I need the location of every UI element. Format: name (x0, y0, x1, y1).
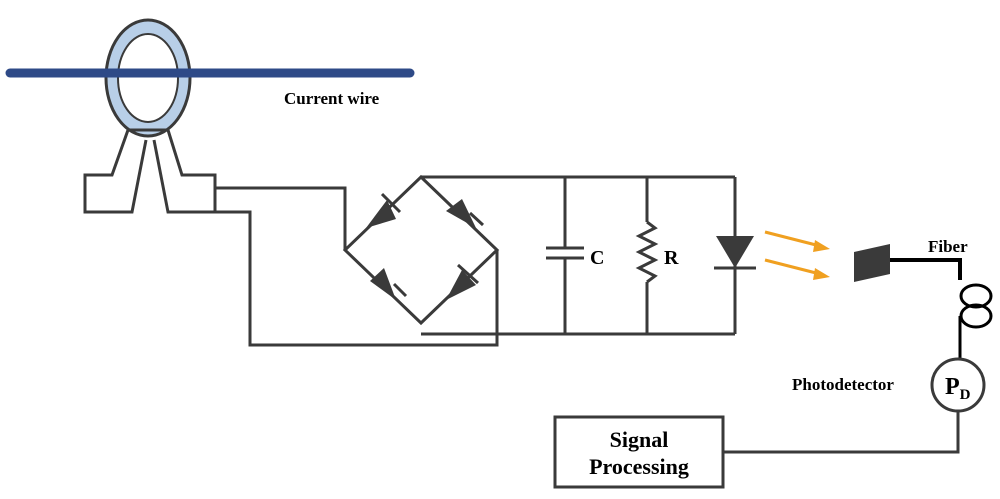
bridge-diode-bottom-right (446, 263, 480, 300)
bridge-rectifier (342, 174, 500, 326)
fiber-coupler (854, 244, 890, 282)
transformer-legs (83, 128, 217, 214)
resistor (635, 177, 659, 334)
bridge-diode-top-right (446, 199, 485, 228)
current-wire-label: Current wire (284, 89, 380, 108)
photodetector: PD (930, 357, 986, 413)
output-wire (723, 411, 960, 454)
capacitor-label: C (590, 247, 604, 269)
resistor-label: R (664, 247, 679, 269)
capacitor (546, 177, 584, 334)
bridge-diode-bottom-left (370, 268, 408, 300)
light-emission-arrows (764, 230, 830, 280)
fiber-label: Fiber (928, 237, 968, 256)
photodetector-symbol: PD (945, 374, 971, 403)
signal-processing-line2: Processing (589, 454, 689, 479)
current-transformer-core (104, 18, 192, 138)
bridge-diode-top-left (366, 192, 402, 228)
input-wires (215, 186, 499, 347)
dc-rails (421, 175, 735, 336)
photodetector-label: Photodetector (792, 375, 894, 394)
led (714, 177, 756, 334)
signal-processing-line1: Signal (610, 427, 669, 452)
signal-processing-block: Signal Processing (553, 415, 725, 489)
optical-fiber (890, 258, 993, 364)
